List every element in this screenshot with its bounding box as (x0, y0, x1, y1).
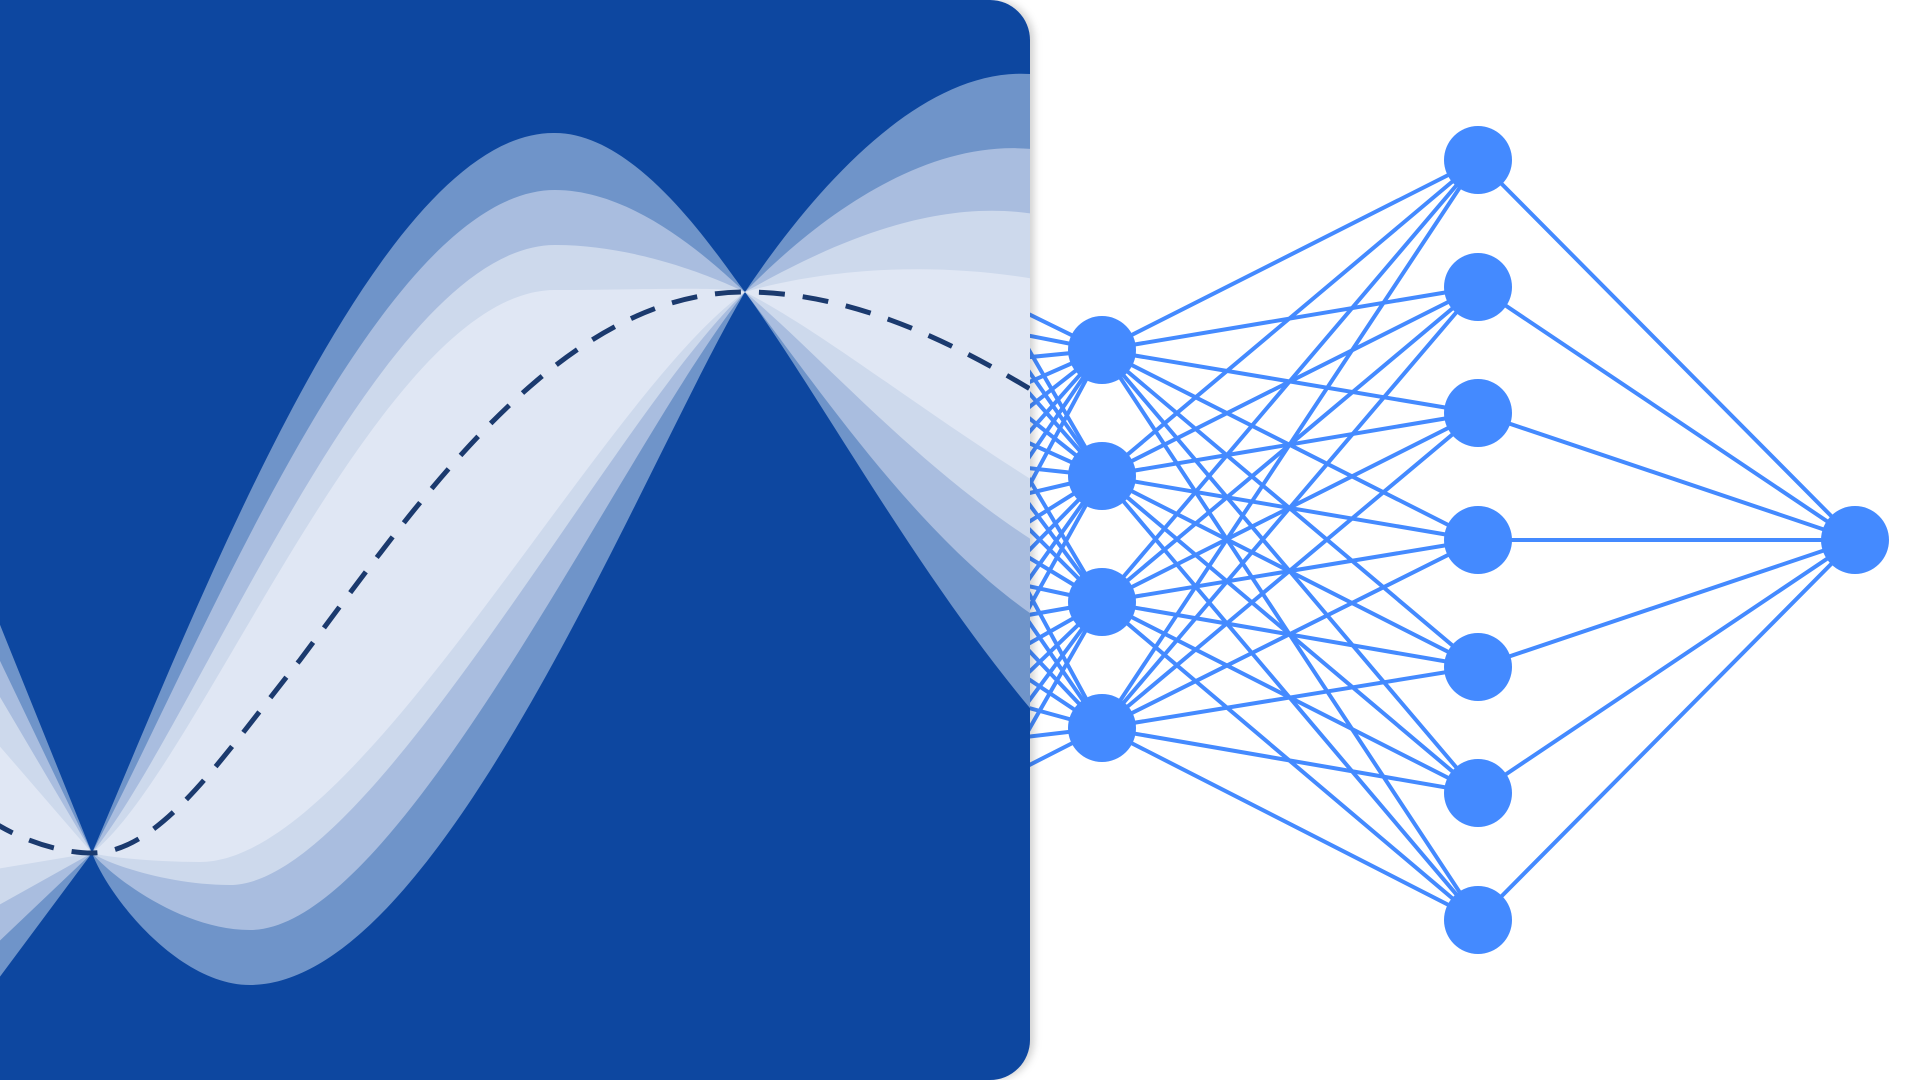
network-edge (1100, 158, 1480, 730)
hidden-layer-2-node (1444, 633, 1512, 701)
network-edge (1100, 538, 1480, 730)
hidden-layer-2-node (1444, 253, 1512, 321)
network-nodes (1068, 126, 1889, 954)
hidden-layer-1-node (1068, 694, 1136, 762)
mean-curve-dashed (0, 289, 1030, 856)
hidden-layer-2-node (1444, 886, 1512, 954)
hidden-layer-1-node (1068, 316, 1136, 384)
hidden-layer-2-node (1444, 506, 1512, 574)
network-edge (1476, 538, 1857, 795)
hidden-layer-2-node (1444, 759, 1512, 827)
output-node (1821, 506, 1889, 574)
network-edge (1476, 158, 1857, 542)
network-edge (1100, 411, 1480, 730)
network-edge (1476, 538, 1857, 669)
network-edge (1476, 538, 1857, 922)
network-edge (1100, 726, 1480, 795)
network-edge (1100, 158, 1480, 352)
network-edge (1100, 285, 1480, 730)
network-edge (1100, 158, 1480, 604)
uncertainty-plot (0, 73, 1030, 990)
network-connections (998, 158, 1857, 922)
network-edge (1476, 285, 1857, 542)
network-edge (1100, 158, 1480, 478)
hidden-layer-2-node (1444, 126, 1512, 194)
hidden-layer-2-node (1444, 379, 1512, 447)
network-edge (1100, 665, 1480, 730)
network-edge (1100, 726, 1480, 922)
network-edge (1476, 411, 1857, 542)
hidden-layer-1-node (1068, 568, 1136, 636)
hidden-layer-1-node (1068, 442, 1136, 510)
